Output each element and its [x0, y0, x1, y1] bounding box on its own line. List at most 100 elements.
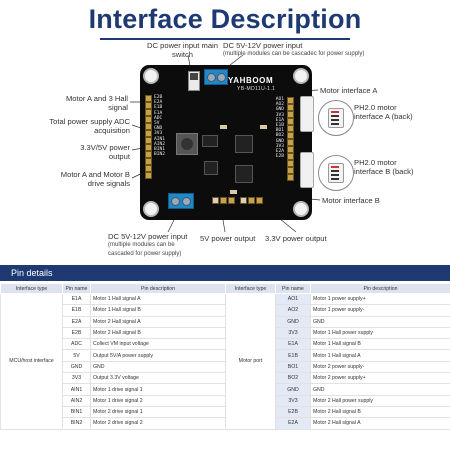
label-dc-input-top-note: (multiple modules can be cascadec for po… — [223, 51, 365, 57]
right-pin-description: Motor 1 Hall signal B — [310, 338, 450, 351]
left-group-cell: MCU/host interface — [0, 293, 63, 430]
motor-connector-b — [300, 152, 314, 188]
motor-connector-a — [300, 96, 314, 132]
right-pin-description: Motor 2 power supply- — [310, 360, 450, 374]
right-header — [287, 97, 294, 181]
silk-pin: 3V3 — [154, 131, 163, 137]
terminal-screw — [182, 197, 191, 206]
capacitor — [220, 125, 227, 129]
driver-ic — [235, 135, 253, 153]
silk-pin: BO2 — [275, 133, 284, 139]
pin-details-title: Pin details — [11, 268, 53, 278]
left-pin-description: GND — [90, 360, 226, 374]
right-pin-name: GND — [275, 383, 311, 396]
header-pin — [145, 102, 152, 109]
label-dc-input-top-main: DC 5V-12V power input — [223, 41, 303, 50]
right-pin-name: E2B — [275, 405, 311, 419]
silk-pin: 5V — [154, 121, 160, 127]
silk-pin: E1B — [275, 123, 284, 129]
header-pin — [212, 197, 219, 204]
right-pin-name: E2A — [275, 417, 311, 430]
left-header — [145, 95, 152, 179]
inductor — [176, 133, 198, 155]
pin-details-table: Interface type Pin name Pin description … — [0, 283, 450, 430]
label-motor-interface-a: Motor interface A — [320, 86, 378, 95]
right-pin-silkscreen: AO1 AO2 GND 3V3 E1A E1B BO1 BO2 GND 3V3 … — [268, 97, 284, 159]
header-pin — [145, 130, 152, 137]
header-pin-name: Pin name — [275, 283, 311, 294]
table-header-row: Interface type Pin name Pin description … — [0, 283, 450, 294]
right-pin-description: Motor 2 Hall signal B — [310, 405, 450, 419]
mount-hole — [293, 68, 309, 84]
label-drive-signals: Motor A and Motor B drive signals — [60, 170, 130, 188]
silk-pin: BIN2 — [154, 152, 166, 158]
left-pin-description: Motor 2 Hall signal B — [90, 326, 226, 340]
left-pin-name: AIN2 — [62, 394, 91, 407]
silk-pin: AIN2 — [154, 141, 166, 147]
silk-pin: AO2 — [275, 102, 284, 108]
silk-pin: E2A — [154, 100, 163, 106]
header-pin — [287, 174, 294, 181]
right-pin-description: Motor 2 Hall power supply — [310, 394, 450, 407]
header-pin — [287, 104, 294, 111]
header-pin — [287, 118, 294, 125]
right-pin-name: 3V3 — [275, 394, 311, 407]
top-power-terminal — [204, 69, 228, 85]
label-dc-input-top: DC 5V-12V power input (multiple modules … — [223, 41, 383, 59]
header-pin — [287, 111, 294, 118]
board-model: YB-MD11U-1.1 — [237, 86, 276, 92]
power-switch[interactable] — [188, 71, 200, 91]
mount-hole — [293, 201, 309, 217]
silk-pin: AO1 — [275, 97, 284, 102]
header-interface-type: Interface type — [0, 283, 63, 294]
left-pin-name: AIN1 — [62, 383, 91, 396]
header-pin — [145, 123, 152, 130]
header-pin — [287, 132, 294, 139]
label-5v-output: 5V power output — [200, 234, 256, 243]
left-pin-description: Motor 1 Hall signal A — [90, 292, 226, 306]
connector-pins — [331, 111, 339, 113]
header-pin — [145, 151, 152, 158]
mount-hole — [143, 68, 159, 84]
right-pin-name: E1B — [275, 349, 311, 362]
header-pin — [256, 197, 263, 204]
header-pin — [287, 125, 294, 132]
left-pin-description: Motor 2 Hall signal A — [90, 315, 226, 328]
right-group-cell: Motor port — [225, 293, 276, 430]
ph20-connector — [328, 163, 344, 183]
ph20-b-callout — [318, 155, 354, 191]
left-pin-name: E2A — [62, 315, 91, 328]
left-pin-name: ADC — [62, 338, 91, 351]
header-pin — [240, 197, 247, 204]
connector-pins — [331, 166, 339, 168]
left-pin-name: 3V3 — [62, 372, 91, 385]
label-dc-input-bottom-main: DC 5V-12V power input — [108, 232, 188, 241]
silk-pin: 3V3 — [275, 112, 284, 118]
ic-chip — [204, 161, 218, 175]
right-pin-description: Motor 1 power supply- — [310, 304, 450, 317]
label-ph20-a: PH2.0 motor interface A (back) — [354, 103, 413, 121]
left-pin-name: E1A — [62, 292, 91, 306]
left-pin-name: BIN1 — [62, 405, 91, 419]
left-pin-description: Collect VM input voltage — [90, 338, 226, 351]
terminal-screw — [207, 73, 216, 82]
right-pin-name: 3V3 — [275, 326, 311, 340]
silk-pin: AIN1 — [154, 136, 166, 142]
right-pin-description: Motor 2 Hall signal A — [310, 417, 450, 430]
capacitor — [230, 190, 237, 194]
ph20-a-callout — [318, 100, 354, 136]
right-pin-name: AO2 — [275, 304, 311, 317]
left-pin-name: E1B — [62, 304, 91, 317]
header-pin — [145, 172, 152, 179]
left-pin-description: Motor 2 drive signal 1 — [90, 405, 226, 419]
silk-pin: GND — [275, 107, 284, 113]
right-pin-description: Motor 1 power supply+ — [310, 292, 450, 306]
right-pin-name: AO1 — [275, 292, 311, 306]
header-interface-type: Interface type — [225, 283, 276, 294]
